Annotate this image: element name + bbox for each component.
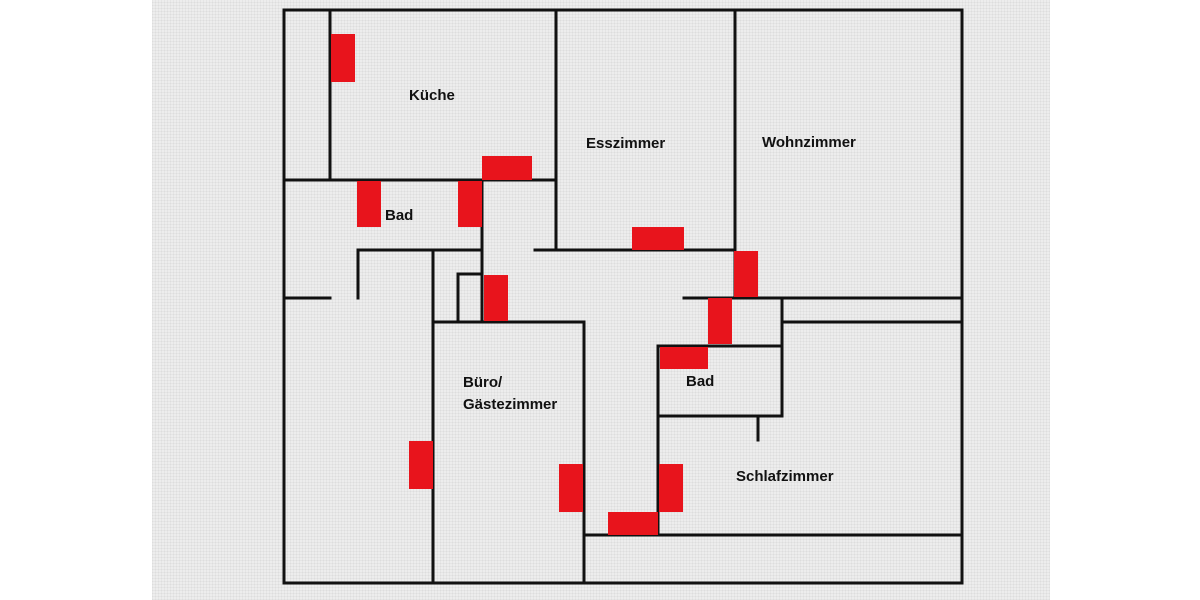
radiator bbox=[734, 251, 758, 297]
room-label-bad-1: Bad bbox=[385, 207, 413, 224]
radiator bbox=[659, 464, 683, 512]
radiator bbox=[409, 441, 433, 489]
radiator bbox=[708, 298, 732, 344]
room-label-schlafzimmer: Schlafzimmer bbox=[736, 468, 834, 485]
closet-wall bbox=[456, 272, 484, 324]
radiator bbox=[484, 275, 508, 321]
radiator bbox=[458, 181, 482, 227]
radiator bbox=[559, 464, 583, 512]
floor-plan-photo bbox=[152, 0, 1050, 600]
room-label-bad-2: Bad bbox=[686, 373, 714, 390]
room-label-buero-line2: Gästezimmer bbox=[463, 396, 557, 413]
room-label-kueche: Küche bbox=[409, 87, 455, 104]
radiator bbox=[331, 34, 355, 82]
walls bbox=[282, 8, 964, 585]
room-labels: Küche Esszimmer Wohnzimmer Bad Büro/ Gäs… bbox=[385, 87, 856, 485]
room-label-wohnzimmer: Wohnzimmer bbox=[762, 134, 856, 151]
radiator bbox=[660, 347, 708, 369]
radiator bbox=[482, 156, 532, 180]
room-label-esszimmer: Esszimmer bbox=[586, 135, 665, 152]
radiator bbox=[608, 512, 658, 535]
room-label-buero-line1: Büro/ bbox=[463, 374, 503, 391]
radiator bbox=[357, 181, 381, 227]
radiators bbox=[331, 34, 758, 535]
radiator bbox=[632, 227, 684, 250]
